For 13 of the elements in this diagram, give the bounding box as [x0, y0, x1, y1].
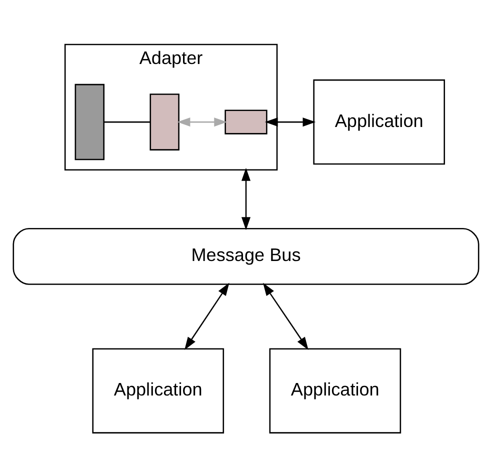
arrow — [262, 282, 308, 350]
arrow — [177, 118, 228, 127]
node-box: Message Bus — [12, 228, 480, 285]
arrow — [241, 168, 251, 230]
node-box: Application — [92, 348, 224, 434]
arrow — [184, 282, 230, 350]
node-box — [224, 110, 268, 134]
node-box: Application — [269, 348, 402, 434]
node-box: Application — [313, 79, 445, 165]
node-box — [74, 84, 104, 160]
arrow — [264, 118, 316, 127]
connector — [104, 121, 150, 123]
node-box — [150, 94, 180, 150]
